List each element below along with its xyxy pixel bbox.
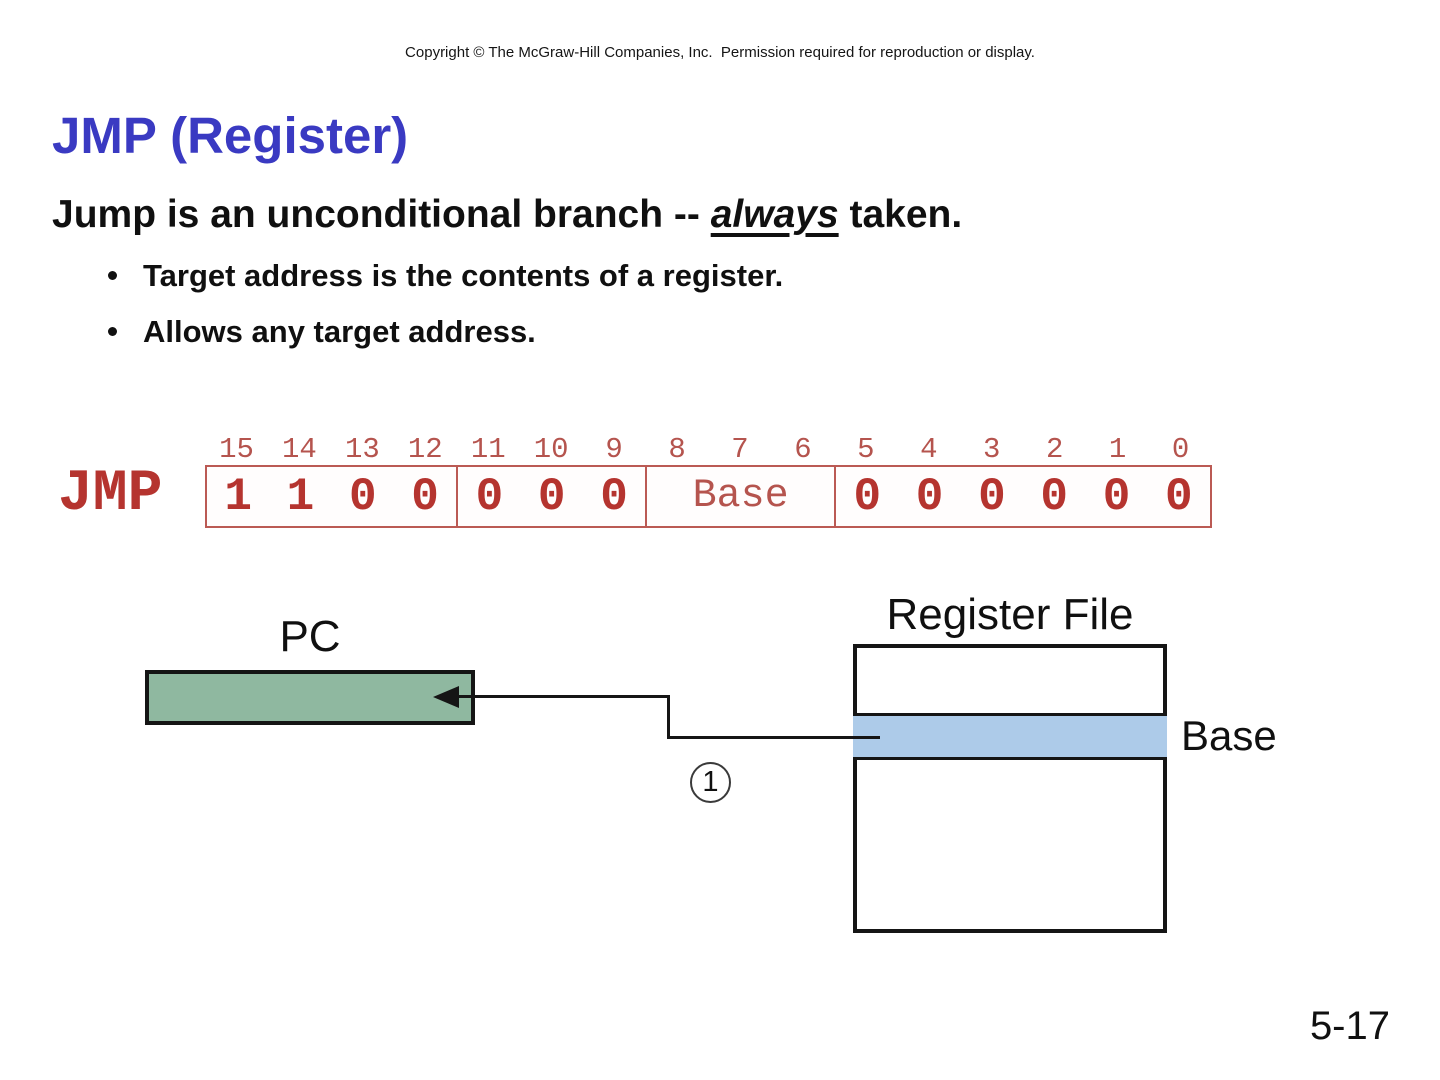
bit-number: 13 (344, 433, 380, 466)
bit-number: 2 (1045, 433, 1064, 466)
connector-line-horizontal (452, 695, 670, 698)
field-label: Base (692, 474, 789, 519)
bit-cell: 0 (978, 470, 1006, 523)
pc-box (145, 670, 475, 725)
bit-cell: 0 (411, 470, 439, 523)
bit-number: 11 (470, 433, 506, 466)
bit-cell: 0 (1165, 470, 1193, 523)
bit-cell: 0 (537, 470, 566, 523)
register-file-label: Register File (886, 590, 1134, 639)
heading-pre: Jump is an unconditional branch -- (52, 193, 711, 236)
bit-cell: 0 (600, 470, 628, 523)
bullet-item: Allows any target address. (108, 314, 536, 350)
bullet-item: Target address is the contents of a regi… (108, 258, 783, 294)
heading-text: Jump is an unconditional branch -- alway… (52, 193, 962, 237)
bit-number: 9 (605, 433, 623, 466)
bullet-text: Target address is the contents of a regi… (143, 258, 784, 293)
bit-number: 6 (794, 433, 812, 466)
bit-number: 0 (1171, 433, 1190, 466)
page-number: 5-17 (1309, 1004, 1390, 1048)
register-file-box (853, 644, 1167, 933)
bit-number: 3 (983, 433, 1001, 466)
connector-line-vertical (667, 695, 670, 739)
bit-cell: 0 (915, 470, 944, 523)
bit-cell: 0 (1040, 470, 1069, 523)
step-1-badge: 1 (690, 762, 731, 803)
heading-post: taken. (838, 193, 963, 236)
bullet-text: Allows any target address. (143, 314, 536, 349)
bit-number: 12 (407, 433, 443, 466)
heading-emphasis: always (710, 193, 839, 236)
bit-cell: 0 (475, 470, 504, 523)
bit-cell: 1 (286, 470, 315, 523)
bit-number: 8 (668, 433, 686, 466)
bullet-dot-icon (108, 271, 117, 280)
bit-number: 15 (219, 433, 254, 466)
bit-number: 10 (533, 433, 569, 466)
bit-number: 7 (731, 433, 749, 466)
copyright-text: Copyright © The McGraw-Hill Companies, I… (405, 44, 1035, 61)
bullet-dot-icon (108, 327, 117, 336)
bit-cell: 0 (853, 470, 882, 523)
base-row-highlight (853, 713, 1167, 760)
page-title: JMP (Register) (52, 107, 409, 164)
base-label: Base (1181, 712, 1277, 759)
bit-cell: 0 (348, 470, 377, 523)
bit-cell: 0 (1102, 470, 1131, 523)
pc-label: PC (279, 612, 341, 661)
bit-number: 14 (282, 433, 317, 466)
bit-cell: 1 (224, 470, 252, 523)
bit-number: 1 (1108, 433, 1127, 466)
bit-number: 4 (920, 433, 938, 466)
bit-number: 5 (857, 433, 875, 466)
mnemonic-label: JMP (58, 462, 163, 527)
encoding-field: Base (645, 467, 834, 526)
connector-line-horizontal (667, 736, 880, 739)
arrow-left-icon (433, 686, 459, 708)
